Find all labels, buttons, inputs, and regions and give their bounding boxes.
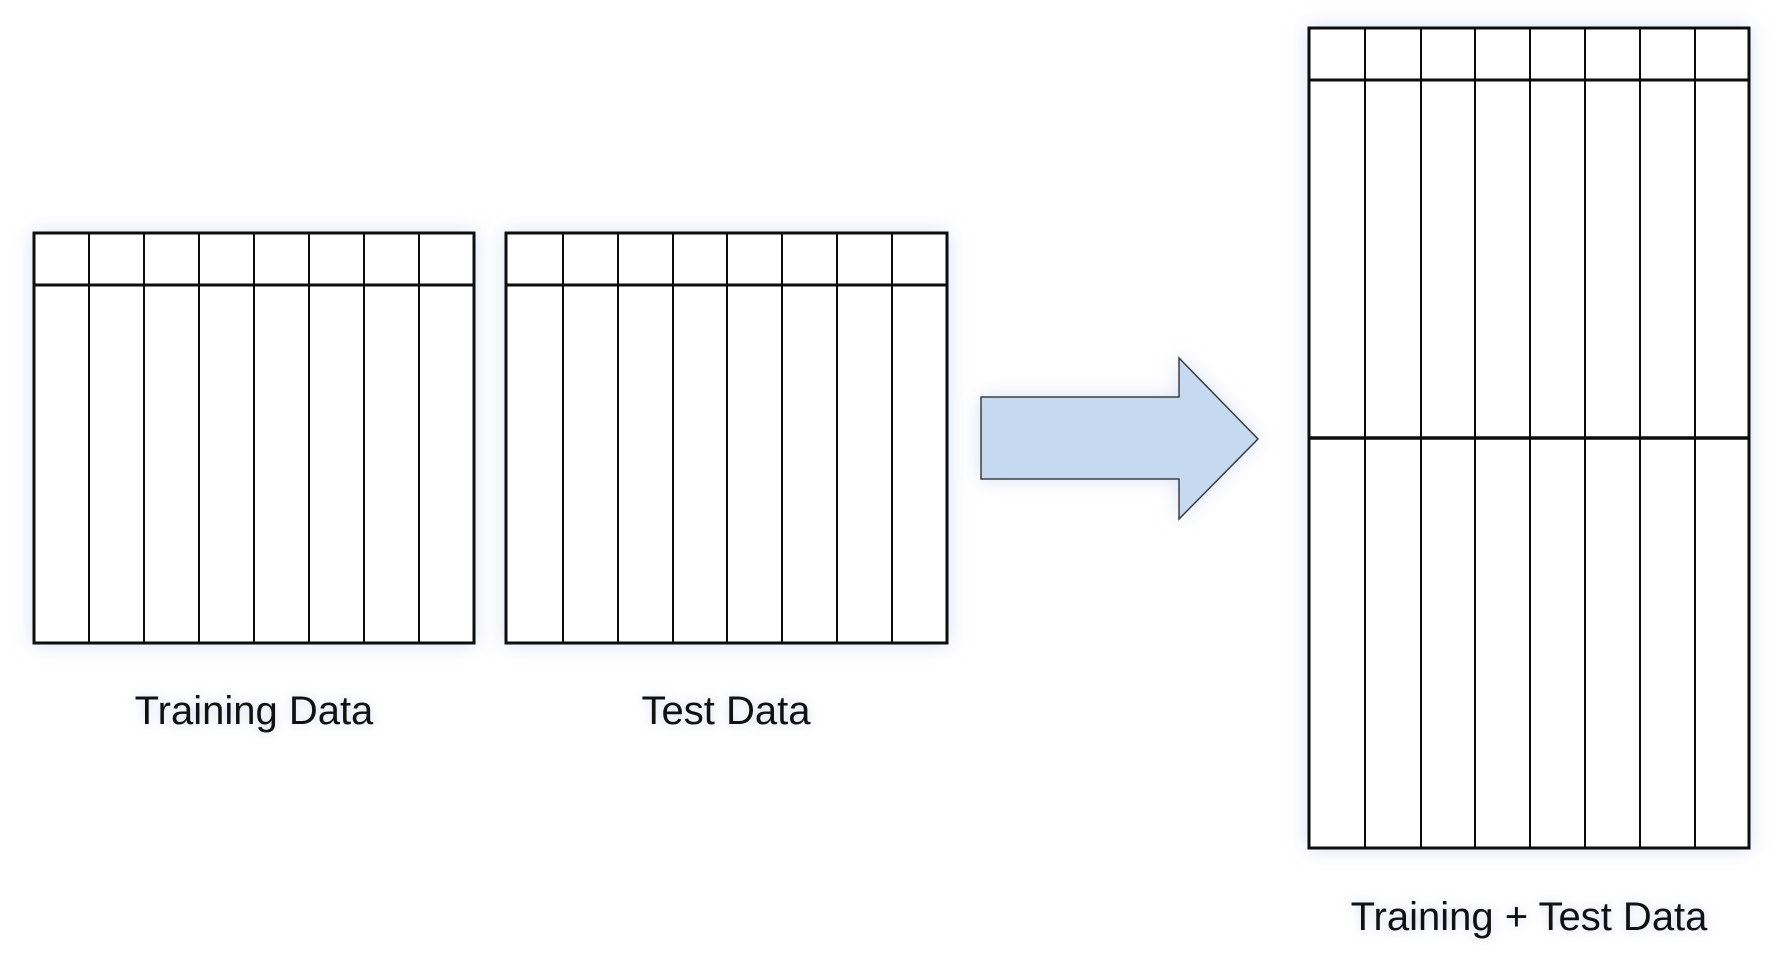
right-arrow-icon	[980, 356, 1260, 521]
test-data-column-lines	[562, 233, 893, 643]
combined-data-column-lines	[1364, 28, 1696, 848]
combined-data-table	[1307, 26, 1751, 850]
training-data-column-lines	[88, 233, 420, 643]
combined-data-label: Training + Test Data	[1350, 895, 1708, 939]
training-data-label: Training Data	[134, 689, 374, 733]
test-data-table	[504, 231, 949, 645]
training-data-table	[32, 231, 476, 645]
test-data-label: Test Data	[641, 689, 811, 733]
